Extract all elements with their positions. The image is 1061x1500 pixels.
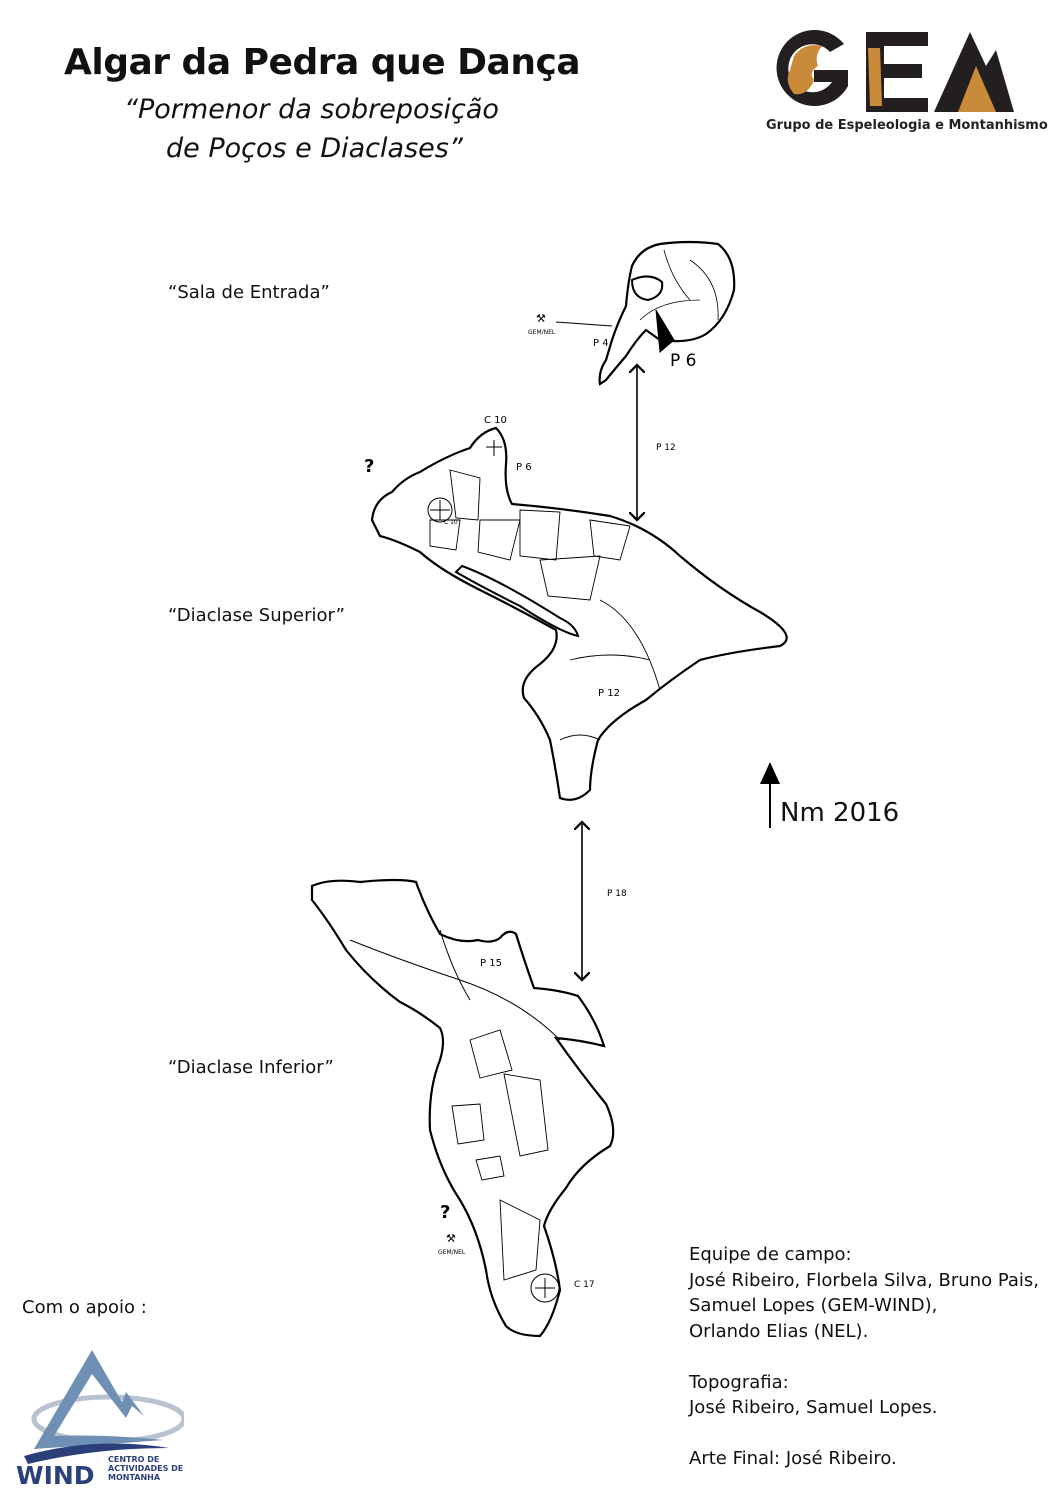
credit-line: José Ribeiro, Florbela Silva, Bruno Pais… [689,1269,1040,1291]
label-station-inferior: GEM/NEL [438,1249,466,1256]
label-p15: P 15 [480,958,502,969]
label-p6-superior: P 6 [516,462,532,473]
label-p4: P 4 [593,338,609,349]
label-c17: C 17 [574,1280,595,1290]
label-station-entrada: GEM/NEL [528,329,556,336]
map-subtitle-line2: de Poços e Diaclases” [166,133,463,164]
credit-line [689,1421,1039,1447]
section-label-sala-entrada: “Sala de Entrada” [168,282,330,303]
credit-line: Equipe de campo: [689,1244,852,1265]
station-pick-icon: ⚒ [536,312,546,325]
station-pick-icon-inferior: ⚒ [446,1232,456,1245]
label-link-p12: P 12 [656,443,676,453]
diaclase-inferior-outline [310,878,615,1338]
north-arrow-icon [760,762,780,828]
label-c10: C 10 [484,415,507,426]
label-c10-small: C 10 [444,519,458,526]
credit-line: Topografia: [689,1371,789,1393]
section-label-diaclase-inferior: “Diaclase Inferior” [168,1057,334,1078]
support-label: Com o apoio : [22,1297,147,1318]
sala-entrada-outline [555,240,736,386]
label-p12-superior: P 12 [598,688,620,699]
wind-logo-tagline: CENTRO DE ACTIVIDADES DE MONTANHA [108,1455,184,1482]
map-title: Algar da Pedra que Dança [64,42,581,83]
wind-logo-text: WIND [16,1461,95,1489]
wind-logo: WIND CENTRO DE ACTIVIDADES DE MONTANHA [14,1344,204,1490]
gem-tagline: Grupo de Espeleologia e Montanhismo [766,118,1048,133]
gem-logo [764,26,1014,118]
label-question-inferior: ? [440,1202,450,1223]
diaclase-superior-outline [370,426,788,801]
credit-line: Samuel Lopes (GEM-WIND), [689,1295,938,1316]
credit-line: Arte Final: José Ribeiro. [689,1448,897,1469]
label-link-p18: P 18 [607,889,627,899]
credit-line: Orlando Elias (NEL). [689,1320,869,1342]
map-subtitle-line1: “Pormenor da sobreposição [124,94,499,125]
north-label: Nm 2016 [780,798,900,828]
section-label-diaclase-superior: “Diaclase Superior” [168,605,345,626]
label-p6-entrada: P 6 [670,351,696,371]
credit-line [689,1344,1039,1370]
label-question-superior: ? [364,456,374,477]
credit-line: José Ribeiro, Samuel Lopes. [689,1397,938,1418]
credits-block: Equipe de campo: José Ribeiro, Florbela … [689,1242,1039,1472]
